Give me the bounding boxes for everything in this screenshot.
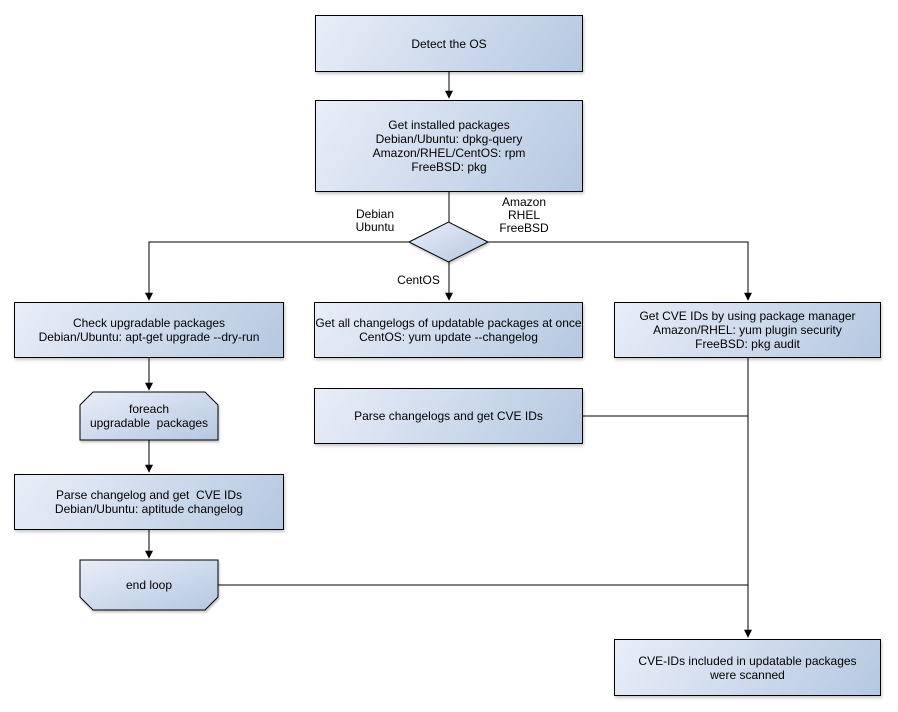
node-text-line: foreach bbox=[128, 402, 170, 416]
edge-label-line: Ubuntu bbox=[355, 220, 395, 234]
edge-label-rpm-branch: Amazon RHEL FreeBSD bbox=[492, 196, 556, 235]
node-scan-result: CVE-IDs included in updatable packages w… bbox=[614, 639, 881, 696]
node-text-line: end loop bbox=[125, 578, 173, 592]
node-get-installed-packages: Get installed packages Debian/Ubuntu: dp… bbox=[315, 100, 583, 192]
node-text-line: Get CVE IDs by using package manager bbox=[639, 309, 856, 323]
node-check-upgradable: Check upgradable packages Debian/Ubuntu:… bbox=[14, 302, 284, 358]
node-text-line: Get installed packages bbox=[388, 118, 510, 132]
node-detect-os-text: Detect the OS bbox=[411, 36, 487, 51]
foreach-loop-shape bbox=[79, 391, 219, 441]
node-parse-changelogs: Parse changelogs and get CVE IDs bbox=[314, 388, 583, 444]
node-end-loop: end loop bbox=[80, 560, 218, 610]
edge-label-centos-branch: CentOS bbox=[386, 274, 451, 287]
node-text-line: Parse changelogs and get CVE IDs bbox=[354, 409, 543, 423]
edge-label-line: RHEL bbox=[507, 208, 540, 222]
edge-label-line: FreeBSD bbox=[499, 221, 549, 235]
node-text-line: CVE-IDs included in updatable packages bbox=[638, 653, 857, 668]
node-text-line: FreeBSD: pkg bbox=[411, 160, 487, 174]
node-text-line: upgradable packages bbox=[89, 416, 209, 430]
os-decision-diamond bbox=[407, 221, 490, 263]
node-text-line: Debian/Ubuntu: aptitude changelog bbox=[54, 502, 244, 516]
node-text-line: FreeBSD: pkg audit bbox=[695, 337, 800, 351]
edge-label-line: Amazon bbox=[501, 195, 547, 209]
node-get-cve-ids: Get CVE IDs by using package manager Ama… bbox=[614, 302, 881, 358]
edge-decision-debian-branch bbox=[145, 241, 409, 301]
edge-label-line: Debian bbox=[355, 207, 395, 221]
end-loop-shape bbox=[79, 559, 219, 611]
node-detect-os: Detect the OS bbox=[315, 15, 583, 72]
node-get-all-changelogs: Get all changelogs of updatable packages… bbox=[314, 302, 583, 358]
node-text-line: Get all changelogs of updatable packages… bbox=[315, 316, 582, 330]
edge-decision-rpm-branch bbox=[488, 241, 752, 301]
node-text-line: were scanned bbox=[710, 667, 785, 682]
node-text-line: Debian/Ubuntu: apt-get upgrade --dry-run bbox=[38, 330, 260, 344]
edge-label-debian-branch: Debian Ubuntu bbox=[343, 208, 407, 234]
node-parse-changelog: Parse changelog and get CVE IDs Debian/U… bbox=[14, 474, 284, 530]
node-text-line: Amazon/RHEL/CentOS: rpm bbox=[372, 146, 526, 160]
node-text-line: Debian/Ubuntu: dpkg-query bbox=[375, 132, 523, 146]
node-text-line: CentOS: yum update --changelog bbox=[359, 330, 538, 344]
node-text-line: Parse changelog and get CVE IDs bbox=[55, 488, 243, 502]
node-foreach-loop: foreach upgradable packages bbox=[80, 392, 218, 440]
node-text-line: Amazon/RHEL: yum plugin security bbox=[653, 323, 842, 337]
node-text-line: Check upgradable packages bbox=[72, 316, 226, 330]
edge-label-line: CentOS bbox=[397, 273, 440, 287]
